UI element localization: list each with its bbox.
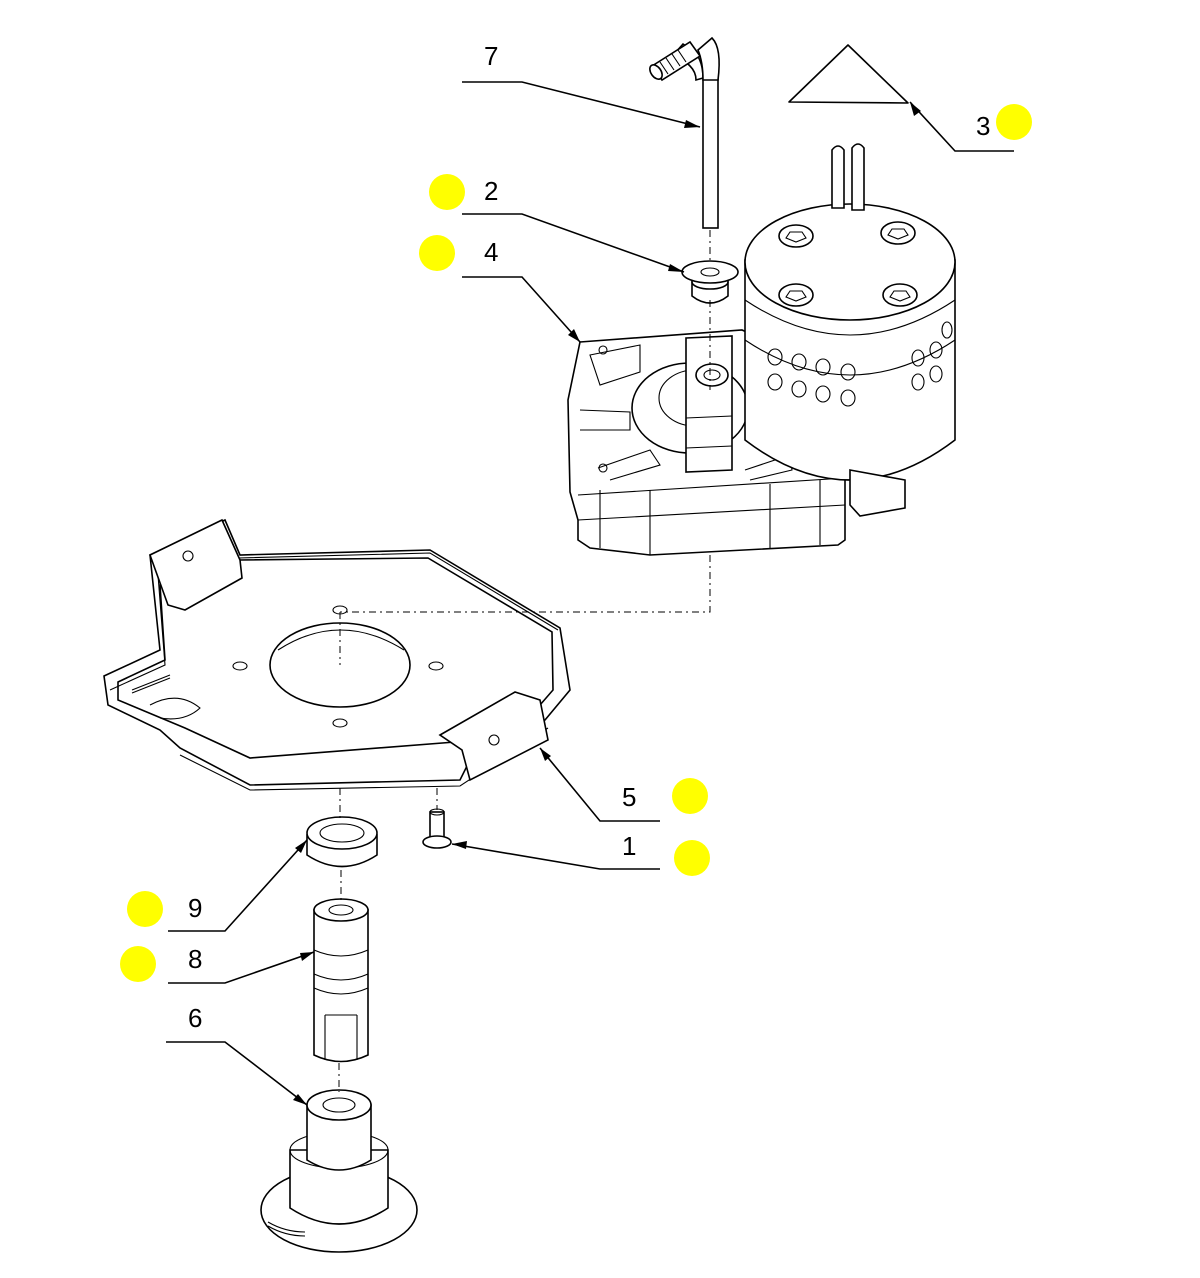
callout-3: 3	[976, 111, 990, 141]
part-9-bushing	[306, 816, 378, 868]
assembly-centerlines	[338, 230, 711, 1092]
screw-head-icon	[880, 221, 916, 245]
embossed-mark-icon	[267, 1221, 306, 1237]
highlight-markers	[120, 104, 1032, 982]
screw-head-icon	[778, 283, 814, 307]
callout-8: 8	[188, 944, 202, 974]
marker-dot-1	[674, 840, 710, 876]
part-8-shaft	[313, 898, 369, 1063]
callout-7: 7	[484, 41, 498, 71]
callout-6: 6	[188, 1003, 202, 1033]
part-2-grommet	[681, 260, 739, 304]
part-1-screw	[422, 808, 452, 849]
leader-lines	[166, 81, 1014, 1106]
marker-dot-9	[127, 891, 163, 927]
callout-1: 1	[622, 831, 636, 861]
part-4-pump-assembly	[567, 143, 956, 556]
screw-head-icon	[882, 283, 918, 307]
marker-dot-5	[672, 778, 708, 814]
callout-5: 5	[622, 782, 636, 812]
callout-4: 4	[484, 237, 498, 267]
marker-dot-2	[429, 174, 465, 210]
tube-barb-icon	[649, 40, 702, 82]
part-7-tube	[649, 36, 720, 229]
marker-dot-3	[996, 104, 1032, 140]
part-5-tray	[103, 518, 571, 791]
callout-9: 9	[188, 893, 202, 923]
part-3-triangle-label	[788, 44, 909, 104]
screw-head-icon	[778, 224, 814, 248]
callout-2: 2	[484, 176, 498, 206]
marker-dot-8	[120, 946, 156, 982]
embossed-mark-icon	[131, 674, 171, 694]
marker-dot-4	[419, 235, 455, 271]
part-6-base-foot	[260, 1089, 418, 1253]
callout-labels: 7 3 2 4 5 1 9 8 6	[188, 41, 990, 1033]
vent-holes	[767, 321, 953, 407]
